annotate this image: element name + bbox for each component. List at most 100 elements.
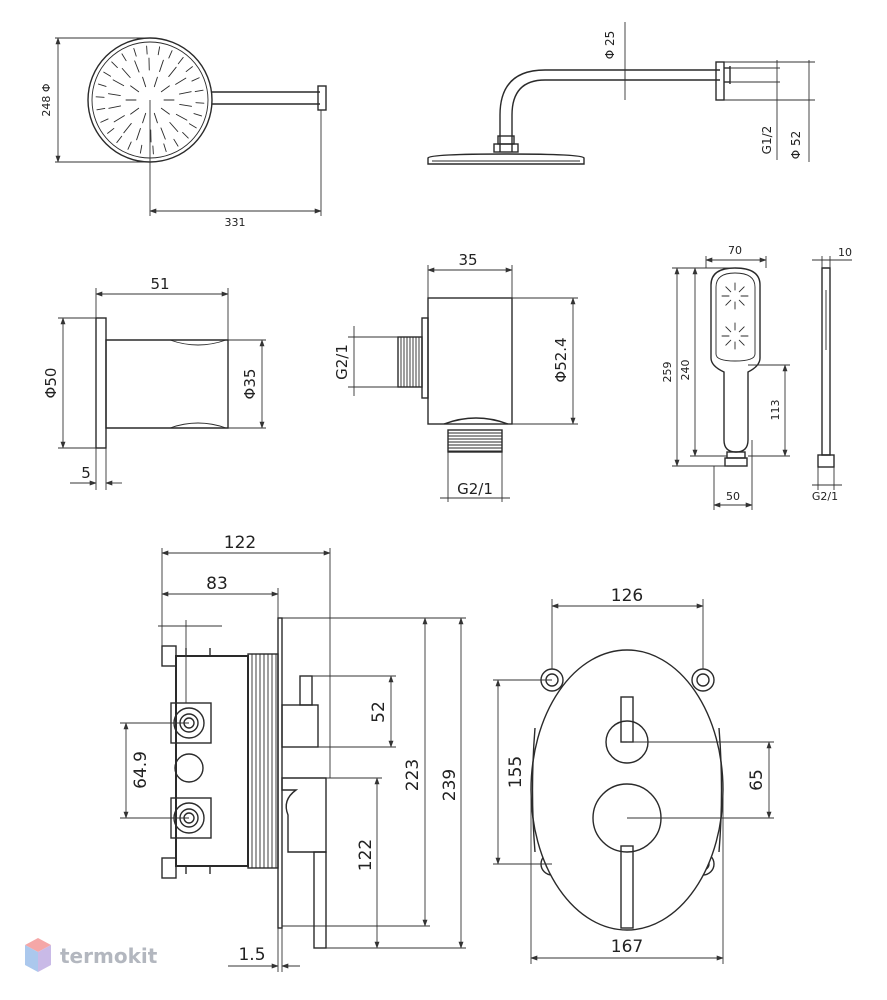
nozzle-mark — [111, 61, 118, 68]
nozzle-mark — [160, 107, 170, 115]
nozzle-mark — [168, 66, 177, 78]
nozzle-mark — [107, 127, 115, 134]
side-plate-label: 1.5 — [238, 945, 265, 965]
nozzle-mark — [108, 93, 121, 96]
nozzle-mark — [142, 112, 147, 124]
nozzle-mark — [185, 66, 193, 73]
nozzle-mark — [113, 115, 125, 123]
nozzle-mark — [738, 326, 745, 333]
nozzle-mark — [738, 299, 745, 306]
front-lever-offset-label: 65 — [747, 769, 767, 791]
nozzle-mark — [142, 76, 147, 88]
nozzle-mark — [116, 135, 123, 144]
wall-holder: 51 Φ50 Φ35 5 — [42, 275, 266, 490]
shower-head-nozzles — [95, 45, 205, 155]
nozzle-mark — [153, 76, 158, 88]
wall-elbow: 35 Φ52.4 G2/1 G2/1 — [333, 251, 578, 502]
front-width-label: 167 — [611, 937, 643, 957]
front-mount-width-label: 126 — [611, 586, 643, 606]
nozzle-mark — [160, 85, 170, 93]
nozzle-mark — [725, 299, 732, 306]
nozzle-mark — [130, 107, 140, 115]
outlet-thread — [447, 429, 503, 453]
shower-arm-side-view: Φ 25 G1/2 Φ 52 — [427, 22, 815, 165]
hand-side-label: 10 — [838, 246, 852, 259]
nozzle-mark — [136, 127, 141, 141]
nozzle-mark — [130, 85, 140, 93]
mount-lug-top-right — [691, 668, 715, 692]
elbow-inlet-thread-label: G2/1 — [333, 344, 351, 380]
inlet-fitting-middle — [174, 753, 204, 783]
arm-length-label: 331 — [225, 216, 246, 229]
hand-width-label: 70 — [728, 244, 742, 257]
hand-shower-nozzles — [721, 282, 749, 350]
nozzle-mark — [103, 71, 112, 77]
nozzle-mark — [738, 286, 745, 293]
thread-label: G1/2 — [760, 126, 774, 155]
nozzle-mark — [175, 113, 188, 121]
nozzle-mark — [160, 127, 166, 140]
nozzle-mark — [173, 138, 179, 147]
nozzle-mark — [188, 123, 197, 129]
nozzle-mark — [725, 326, 732, 333]
nozzle-mark — [194, 89, 204, 93]
shower-head-top-view: 248 Φ 331 — [40, 37, 327, 229]
front-height-label: 155 — [506, 756, 526, 788]
nozzle-mark — [159, 59, 164, 73]
nozzle-mark — [123, 122, 132, 134]
hand-total-len-label: 259 — [661, 362, 674, 383]
nozzle-mark — [133, 48, 137, 57]
side-height-223-label: 223 — [403, 759, 423, 791]
nozzle-mark — [738, 339, 745, 346]
nozzle-mark — [108, 105, 122, 109]
nozzle-mark — [100, 118, 109, 123]
termokit-logo: termokit — [25, 938, 158, 972]
side-lever-label: 52 — [369, 701, 389, 723]
elbow-outlet-thread-label: G2/1 — [457, 480, 493, 498]
inlet-thread — [397, 336, 423, 388]
side-box-label: 83 — [206, 574, 228, 594]
elbow-dia-label: Φ52.4 — [552, 337, 570, 382]
mixer-escutcheon-plate — [530, 649, 724, 931]
nozzle-mark — [163, 143, 167, 152]
nozzle-mark — [96, 107, 106, 111]
side-inlet-spacing-label: 64.9 — [131, 751, 151, 789]
holder-flange-thk-label: 5 — [81, 464, 91, 482]
holder-flange-dia-label: Φ50 — [42, 368, 60, 399]
nozzle-mark — [153, 112, 158, 124]
nozzle-mark — [725, 286, 732, 293]
nozzle-mark — [121, 68, 131, 78]
side-depth-label: 122 — [224, 533, 256, 553]
mixer-front-view: 126 155 65 167 — [493, 586, 774, 964]
shower-head-dia-label: 248 Φ — [40, 83, 53, 116]
nozzle-mark — [121, 53, 127, 62]
nozzle-mark — [157, 46, 161, 56]
nozzle-mark — [178, 91, 192, 95]
nozzle-mark — [191, 77, 200, 82]
nozzle-mark — [97, 83, 107, 87]
arm-dia-tag: Φ 25 — [603, 31, 617, 60]
nozzle-mark — [177, 56, 184, 65]
side-height-239-label: 239 — [440, 769, 460, 801]
holder-depth-label: 51 — [150, 275, 169, 293]
nozzle-mark — [112, 79, 125, 87]
mixer-threaded-sleeve — [247, 653, 279, 869]
mixer-side-view: 122 83 64.9 52 122 223 239 — [120, 533, 466, 972]
side-knob-label: 122 — [356, 839, 376, 871]
nozzle-mark — [127, 141, 132, 150]
nozzle-mark — [179, 104, 192, 107]
nozzle-mark — [725, 339, 732, 346]
nozzle-mark — [139, 144, 143, 154]
hand-shower: 70 10 259 240 113 50 G2/1 — [661, 244, 852, 510]
nozzle-mark — [175, 77, 187, 85]
hand-thread-label: G2/1 — [812, 490, 838, 503]
nozzle-mark — [168, 50, 173, 59]
logo-wordmark: termokit — [60, 944, 158, 968]
hand-handle-w-label: 50 — [726, 490, 740, 503]
nozzle-mark — [134, 60, 140, 73]
hand-body-len-label: 240 — [679, 360, 692, 381]
nozzle-mark — [169, 122, 179, 132]
flange-dia-label: Φ 52 — [789, 131, 803, 160]
elbow-width-label: 35 — [458, 251, 477, 269]
